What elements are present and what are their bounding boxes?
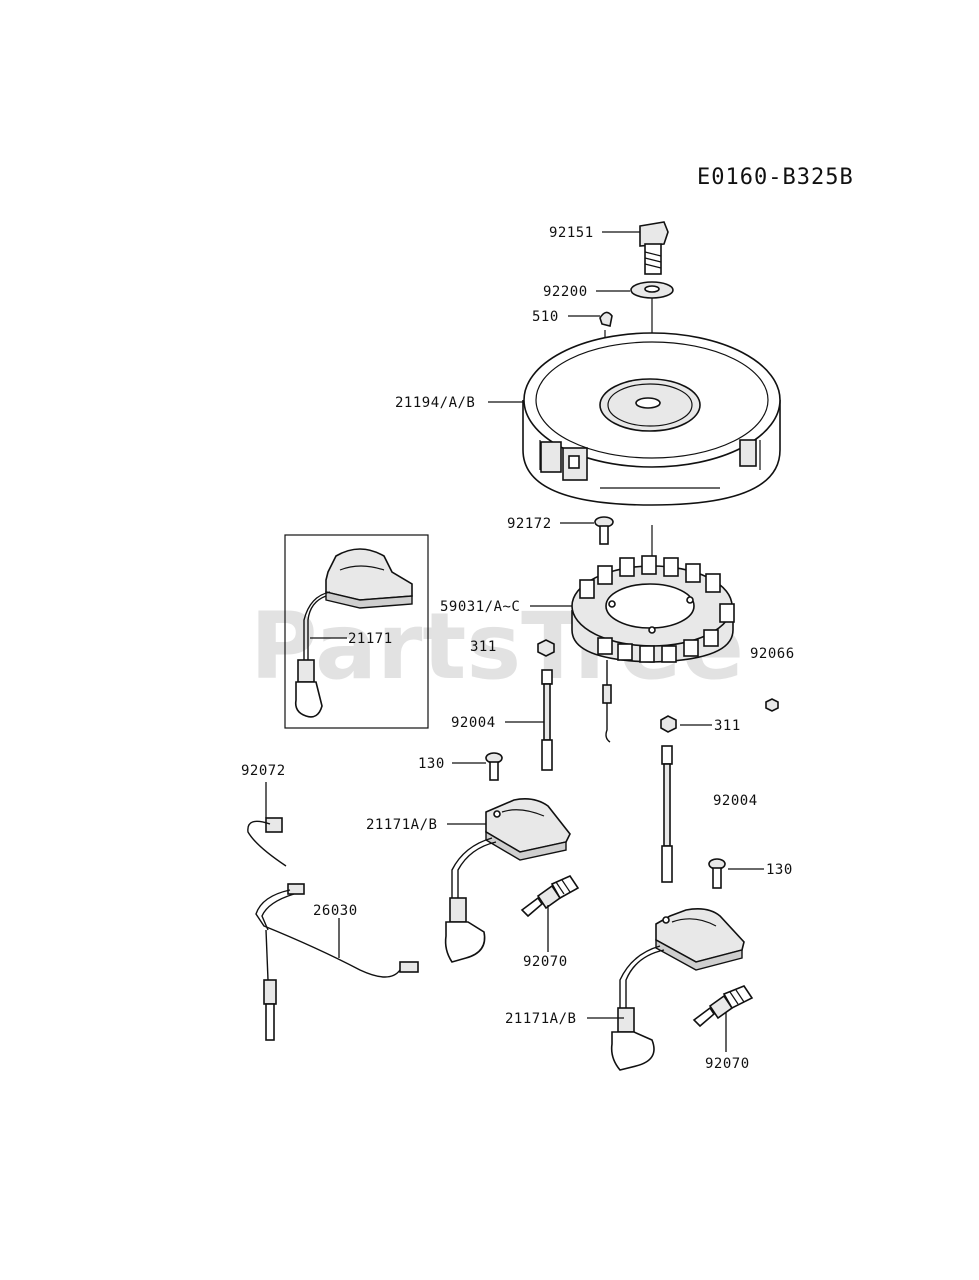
spark-plug-92070-right[interactable] — [692, 985, 754, 1028]
label-92172[interactable]: 92172 — [507, 516, 552, 532]
stud-92004-right[interactable] — [661, 745, 673, 883]
screw-92172[interactable] — [594, 516, 614, 545]
washer-92200[interactable] — [630, 281, 674, 299]
flywheel-21194[interactable] — [522, 332, 781, 506]
label-21171ab-left[interactable]: 21171A/B — [366, 817, 437, 833]
label-92200[interactable]: 92200 — [543, 284, 588, 300]
label-311-left[interactable]: 311 — [470, 639, 497, 655]
bolt-130-left[interactable] — [485, 752, 503, 781]
stud-92004-left[interactable] — [541, 669, 553, 771]
nut-311-right[interactable] — [660, 715, 677, 733]
nut-92066[interactable] — [765, 698, 779, 712]
spark-plug-92070-left[interactable] — [520, 874, 580, 918]
bolt-92151[interactable] — [639, 221, 669, 275]
label-130-left[interactable]: 130 — [418, 756, 445, 772]
diagram-code: E0160-B325B — [697, 165, 854, 190]
label-510[interactable]: 510 — [532, 309, 559, 325]
label-21171ab-right[interactable]: 21171A/B — [505, 1011, 576, 1027]
ignition-coil-21171[interactable] — [294, 548, 413, 718]
label-21171[interactable]: 21171 — [348, 631, 393, 647]
label-92070-left[interactable]: 92070 — [523, 954, 568, 970]
inset-box — [284, 534, 429, 729]
label-92004-right[interactable]: 92004 — [713, 793, 758, 809]
stator-59031[interactable] — [571, 555, 735, 663]
label-130-right[interactable]: 130 — [766, 862, 793, 878]
nut-311-left[interactable] — [537, 639, 555, 657]
bolt-130-right[interactable] — [708, 858, 726, 889]
stator-lead-wire[interactable] — [602, 660, 612, 743]
wire-harness-26030[interactable] — [255, 883, 419, 1041]
key-510[interactable] — [599, 311, 613, 327]
label-92066[interactable]: 92066 — [750, 646, 795, 662]
label-92072[interactable]: 92072 — [241, 763, 286, 779]
label-92070-right[interactable]: 92070 — [705, 1056, 750, 1072]
label-311-right[interactable]: 311 — [714, 718, 741, 734]
ignition-coil-21171ab-left[interactable] — [444, 798, 571, 963]
label-26030[interactable]: 26030 — [313, 903, 358, 919]
clamp-92072[interactable] — [247, 817, 287, 867]
label-21194[interactable]: 21194/A/B — [395, 395, 475, 411]
label-59031[interactable]: 59031/A~C — [440, 599, 520, 615]
ignition-coil-21171ab-right[interactable] — [610, 908, 745, 1071]
label-92151[interactable]: 92151 — [549, 225, 594, 241]
label-92004-left[interactable]: 92004 — [451, 715, 496, 731]
